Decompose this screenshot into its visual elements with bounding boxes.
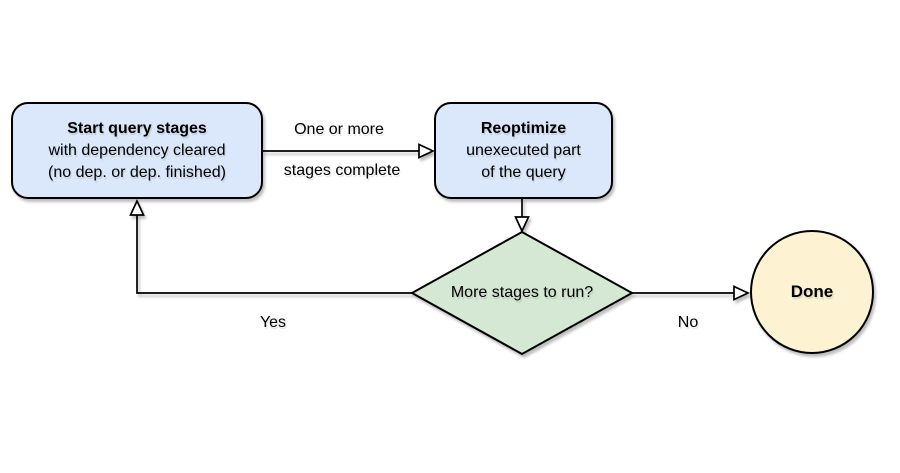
done-node-shape: [750, 230, 874, 354]
arrowhead-down-icon: [514, 216, 530, 234]
reoptimize-node-line2: unexecuted part: [466, 141, 581, 159]
edge-yes-line: [136, 215, 412, 294]
reoptimize-node-shape: [434, 102, 613, 199]
start-node-line2: with dependency cleared: [48, 141, 226, 159]
done-node-text: Done: [790, 282, 834, 301]
edge-no-label: No: [677, 314, 699, 331]
done-node-label: Done: [751, 231, 873, 353]
reoptimize-node-title: Reoptimize: [480, 119, 567, 137]
arrowhead-up-icon: [129, 198, 145, 216]
decision-node-shape: [409, 230, 635, 356]
decision-node-label: More stages to run?: [412, 233, 632, 353]
arrowhead-right-icon: [418, 143, 436, 159]
start-node-line3: (no dep. or dep. finished): [48, 163, 226, 181]
decision-node-question: More stages to run?: [450, 284, 594, 301]
arrowhead-right-icon: [733, 285, 751, 301]
edge-complete-label-line2: stages complete: [283, 162, 401, 179]
edge-complete-label-line1: One or more: [294, 121, 384, 138]
start-node-title: Start query stages: [67, 119, 207, 137]
start-node-label: Start query stages with dependency clear…: [12, 103, 262, 198]
reoptimize-node-label: Reoptimize unexecuted part of the query: [435, 103, 612, 198]
edge-yes-label: Yes: [259, 314, 287, 331]
start-node-shape: [11, 102, 263, 199]
reoptimize-node-line3: of the query: [481, 163, 566, 181]
